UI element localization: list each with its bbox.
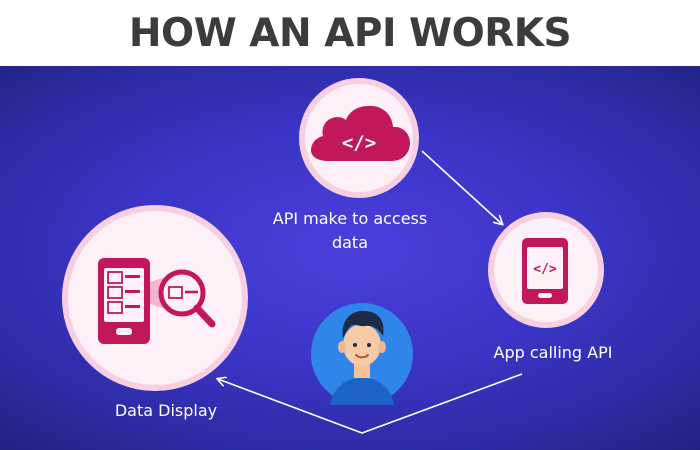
- app-node-label: App calling API: [493, 343, 613, 362]
- magnifier-icon: [150, 269, 216, 328]
- app-node: </>: [488, 212, 604, 328]
- cloud-node: </>: [299, 78, 419, 198]
- user-avatar-icon: [330, 310, 394, 405]
- page-title: HOW AN API WORKS: [128, 10, 572, 56]
- arrow-app-to-display: [218, 373, 523, 434]
- smartphone-icon: [522, 238, 568, 304]
- app-code-glyph: </>: [533, 262, 557, 277]
- tablet-icon: [98, 258, 150, 344]
- cloud-node-label: API make to access data: [272, 209, 428, 252]
- display-node-label: Data Display: [114, 401, 218, 420]
- header: HOW AN API WORKS: [0, 0, 700, 66]
- user-node: [311, 303, 413, 405]
- cloud-icon: [311, 105, 410, 161]
- arrow-cloud-to-app: [421, 150, 502, 224]
- display-node: [62, 205, 248, 391]
- cloud-code-glyph: </>: [342, 132, 376, 154]
- diagram-panel: </> </>: [0, 66, 700, 450]
- diagram-canvas: </> </>: [62, 78, 604, 434]
